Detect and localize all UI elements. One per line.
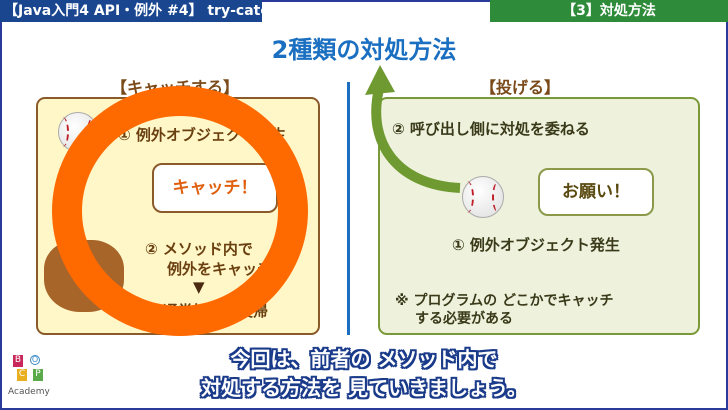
throw-step2: ② 呼び出し側に対処を委ねる	[392, 120, 590, 138]
logo-letter: B	[13, 355, 23, 367]
caption-line2: 対処する方法を 見ていきましょう。	[201, 376, 527, 400]
academy-logo: B O C P Academy	[8, 355, 52, 405]
throw-note-line1: ※ プログラムの どこかでキャッチ	[395, 293, 614, 309]
caption-line1: 今回は、前者の メソッド内で	[230, 347, 498, 371]
logo-letter: P	[33, 369, 43, 381]
throw-note-line2: する必要がある	[415, 311, 513, 327]
slide-title: 2種類の対処方法	[271, 36, 457, 64]
logo-letter: C	[17, 369, 27, 381]
throw-panel	[378, 97, 700, 335]
throw-label: 【投げる】	[479, 78, 560, 97]
divider	[347, 82, 350, 335]
section-label: 【3】対処方法	[490, 0, 728, 22]
return-arrow-icon	[365, 65, 461, 193]
throw-bubble: お願い！	[538, 168, 654, 216]
correct-circle-mark	[52, 86, 308, 336]
logo-text: Academy	[8, 387, 50, 397]
series-title: 【Java入門4 API・例外 #4】 try-catch	[0, 0, 279, 22]
logo-letter: O	[30, 355, 40, 365]
throw-step1: ① 例外オブジェクト発生	[452, 236, 620, 254]
baseball-icon	[462, 176, 504, 218]
